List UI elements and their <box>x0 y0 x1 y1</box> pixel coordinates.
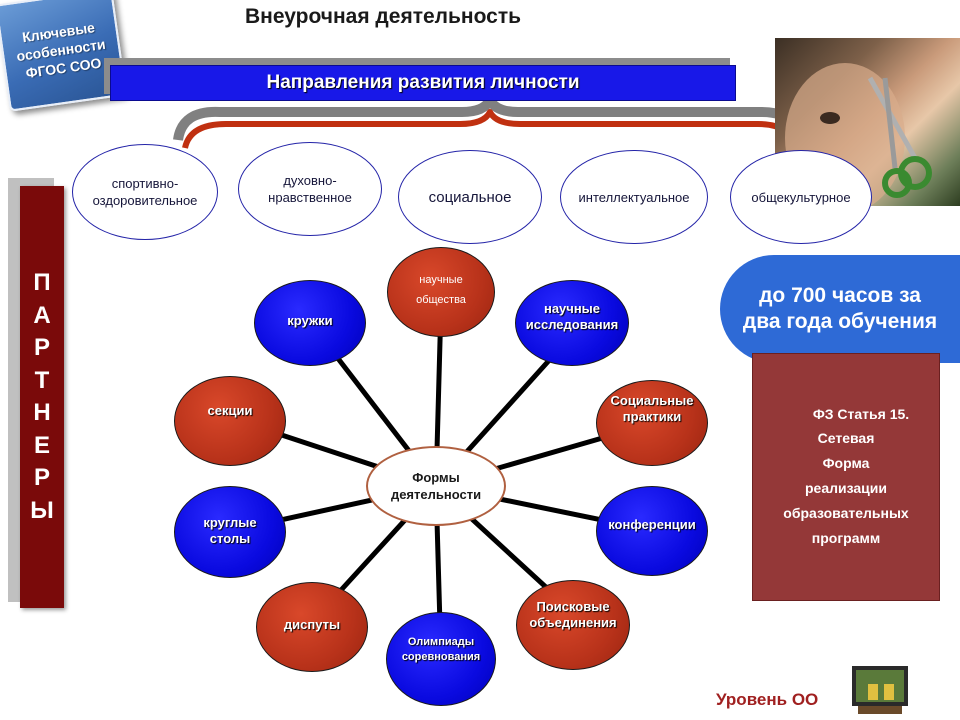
form-conferences-label: конференции <box>608 517 696 532</box>
form-debates-label: диспуты <box>283 617 341 632</box>
direction-cultural-label: общекультурное <box>751 189 851 205</box>
directions-header-text: Направления развития личности <box>266 72 580 93</box>
law-box: ФЗ Статья 15. Сетевая Форма реализации о… <box>752 353 940 601</box>
slide-title: Внеурочная деятельность <box>245 5 522 28</box>
partners-label: П А Р Т Н Е Р Ы <box>30 269 54 524</box>
form-round-tables-label: круглые столы <box>203 515 257 546</box>
direction-social: социальное <box>398 150 542 244</box>
form-scientific-research: научные исследования <box>515 280 629 366</box>
form-scientific-research-label: научные исследования <box>525 301 619 332</box>
form-social-practices-label: Социальные практики <box>610 393 694 424</box>
direction-sport-label: спортивно- оздоровительное <box>92 176 198 208</box>
forms-center-label: Формы деятельности <box>390 470 482 502</box>
form-scientific-societies: научные общества <box>387 247 495 337</box>
form-clubs: кружки <box>254 280 366 366</box>
direction-cultural: общекультурное <box>730 150 872 244</box>
direction-sport: спортивно- оздоровительное <box>72 144 218 240</box>
partners-bar: П А Р Т Н Е Р Ы <box>20 186 64 608</box>
form-sections: секции <box>174 376 286 466</box>
direction-spiritual: духовно- нравственное <box>238 142 382 236</box>
school-icon <box>852 666 908 714</box>
direction-spiritual-label: духовно- нравственное <box>268 173 352 205</box>
direction-intellectual-label: интеллектуальное <box>578 189 690 205</box>
form-scientific-societies-label: научные общества <box>416 274 466 306</box>
hours-text: до 700 часов за два года обучения <box>742 284 938 333</box>
directions-header: Направления развития личности <box>110 65 736 101</box>
hours-banner: до 700 часов за два года обучения <box>720 255 960 363</box>
law-text: Сетевая Форма реализации образовательных… <box>783 430 909 546</box>
form-conferences: конференции <box>596 486 708 576</box>
law-reference: ФЗ Статья 15. <box>812 406 910 422</box>
form-search-associations-label: Поисковые объединения <box>529 599 617 630</box>
level-label: Уровень ОО <box>716 690 819 709</box>
direction-social-label: социальное <box>428 188 512 206</box>
form-search-associations: Поисковые объединения <box>516 580 630 670</box>
form-clubs-label: кружки <box>287 313 333 328</box>
form-sections-label: секции <box>207 403 253 418</box>
form-debates: диспуты <box>256 582 368 672</box>
forms-center: Формы деятельности <box>366 446 506 526</box>
direction-intellectual: интеллектуальное <box>560 150 708 244</box>
form-social-practices: Социальные практики <box>596 380 708 466</box>
form-olympiads: Олимпиады соревнования <box>386 612 496 706</box>
form-olympiads-label: Олимпиады соревнования <box>401 636 481 663</box>
form-round-tables: круглые столы <box>174 486 286 578</box>
